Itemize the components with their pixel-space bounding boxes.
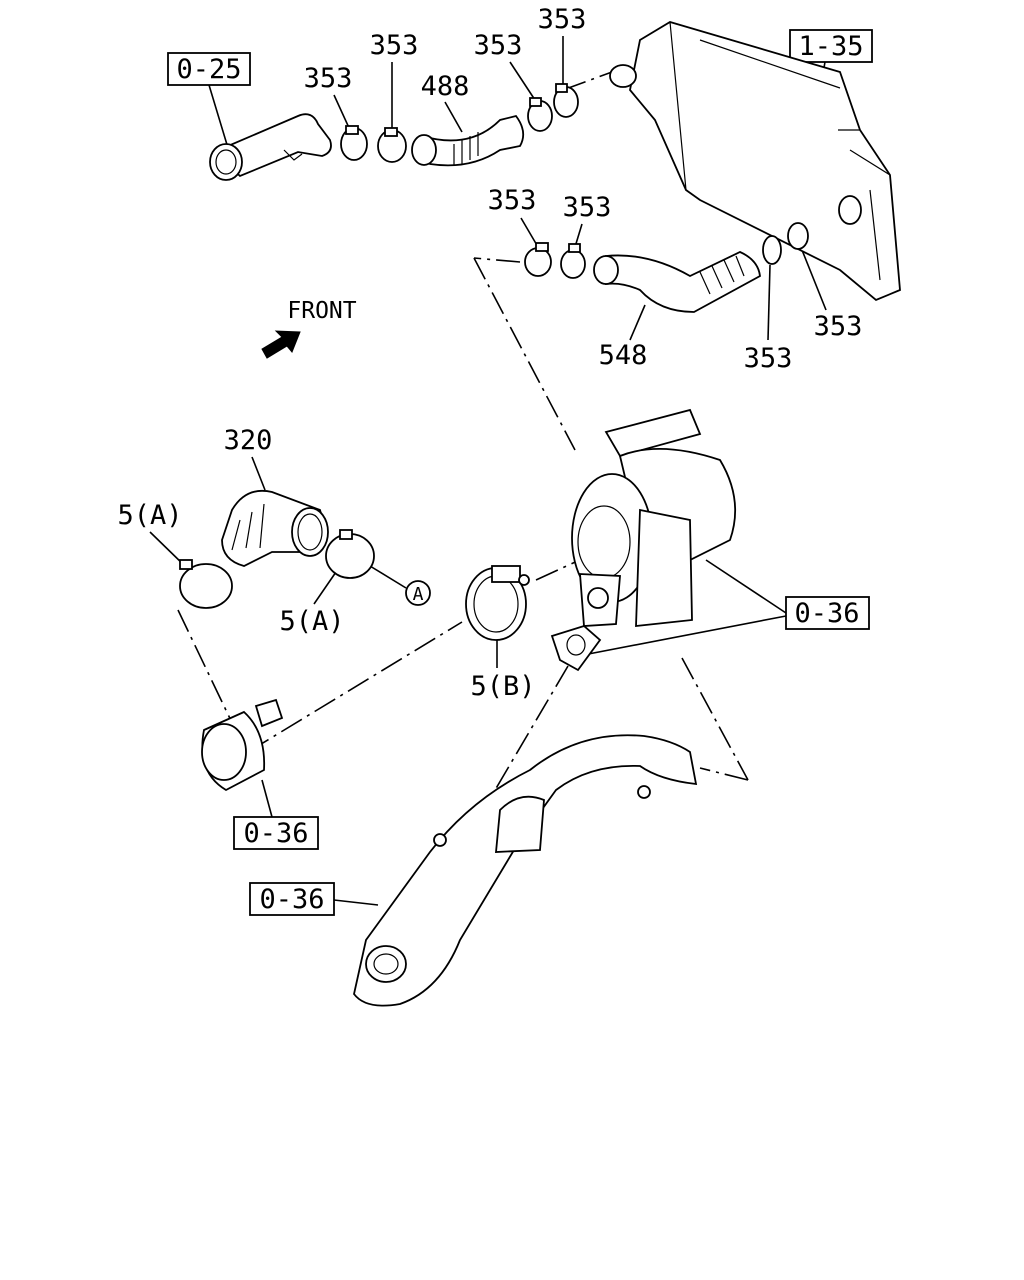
svg-text:1-35: 1-35 — [798, 31, 863, 62]
part-label-548: 548 — [599, 340, 648, 371]
ref-box-0-36-left: 0-36 — [233, 816, 319, 850]
hose-clamp — [527, 97, 553, 132]
svg-text:0-36: 0-36 — [243, 818, 308, 849]
outlet-pipe — [201, 698, 284, 792]
clamp-5a — [179, 559, 233, 609]
leader-lines — [149, 36, 827, 906]
reference-circle-a: A — [405, 580, 431, 606]
part-label-353: 353 — [304, 63, 353, 94]
hose-clamp — [560, 243, 586, 279]
elbow-hose-320 — [221, 489, 329, 567]
ref-box-1-35: 1-35 — [789, 29, 873, 63]
svg-text:A: A — [413, 584, 424, 605]
part-label-353: 353 — [814, 311, 863, 342]
hose-clamp — [553, 83, 579, 118]
top-inlet-pipe — [209, 113, 332, 181]
ref-box-0-36-bottom: 0-36 — [249, 882, 335, 916]
front-indicator: FRONT — [261, 298, 357, 359]
part-label-353: 353 — [744, 343, 793, 374]
part-label-320: 320 — [224, 425, 273, 456]
svg-text:0-25: 0-25 — [176, 54, 241, 85]
gasket — [550, 624, 602, 672]
turbocharger — [571, 408, 737, 628]
clamp-5a — [325, 529, 375, 579]
part-label-353: 353 — [563, 192, 612, 223]
v-band-clamp-5b — [465, 565, 530, 641]
intercooler — [609, 21, 901, 302]
svg-text:0-36: 0-36 — [794, 598, 859, 629]
hose-clamp — [787, 222, 809, 250]
ref-box-0-25: 0-25 — [167, 52, 251, 86]
part-label-488: 488 — [421, 71, 470, 102]
part-label-5b: 5(B) — [470, 671, 535, 702]
svg-text:FRONT: FRONT — [287, 298, 356, 324]
hose-488 — [411, 114, 525, 167]
hose-548 — [593, 251, 761, 313]
down-pipe — [353, 734, 698, 1007]
hose-clamp — [340, 125, 368, 161]
ref-box-0-36-right: 0-36 — [785, 596, 870, 630]
part-label-353: 353 — [538, 4, 587, 35]
part-label-353: 353 — [474, 30, 523, 61]
part-label-5a: 5(A) — [279, 606, 344, 637]
part-label-5a: 5(A) — [117, 500, 182, 531]
hose-clamp — [524, 242, 552, 277]
front-arrow-icon — [261, 330, 301, 359]
hose-clamp — [377, 127, 407, 163]
part-label-353: 353 — [488, 185, 537, 216]
hose-clamp — [762, 235, 782, 265]
svg-text:0-36: 0-36 — [259, 884, 324, 915]
part-label-353: 353 — [370, 30, 419, 61]
